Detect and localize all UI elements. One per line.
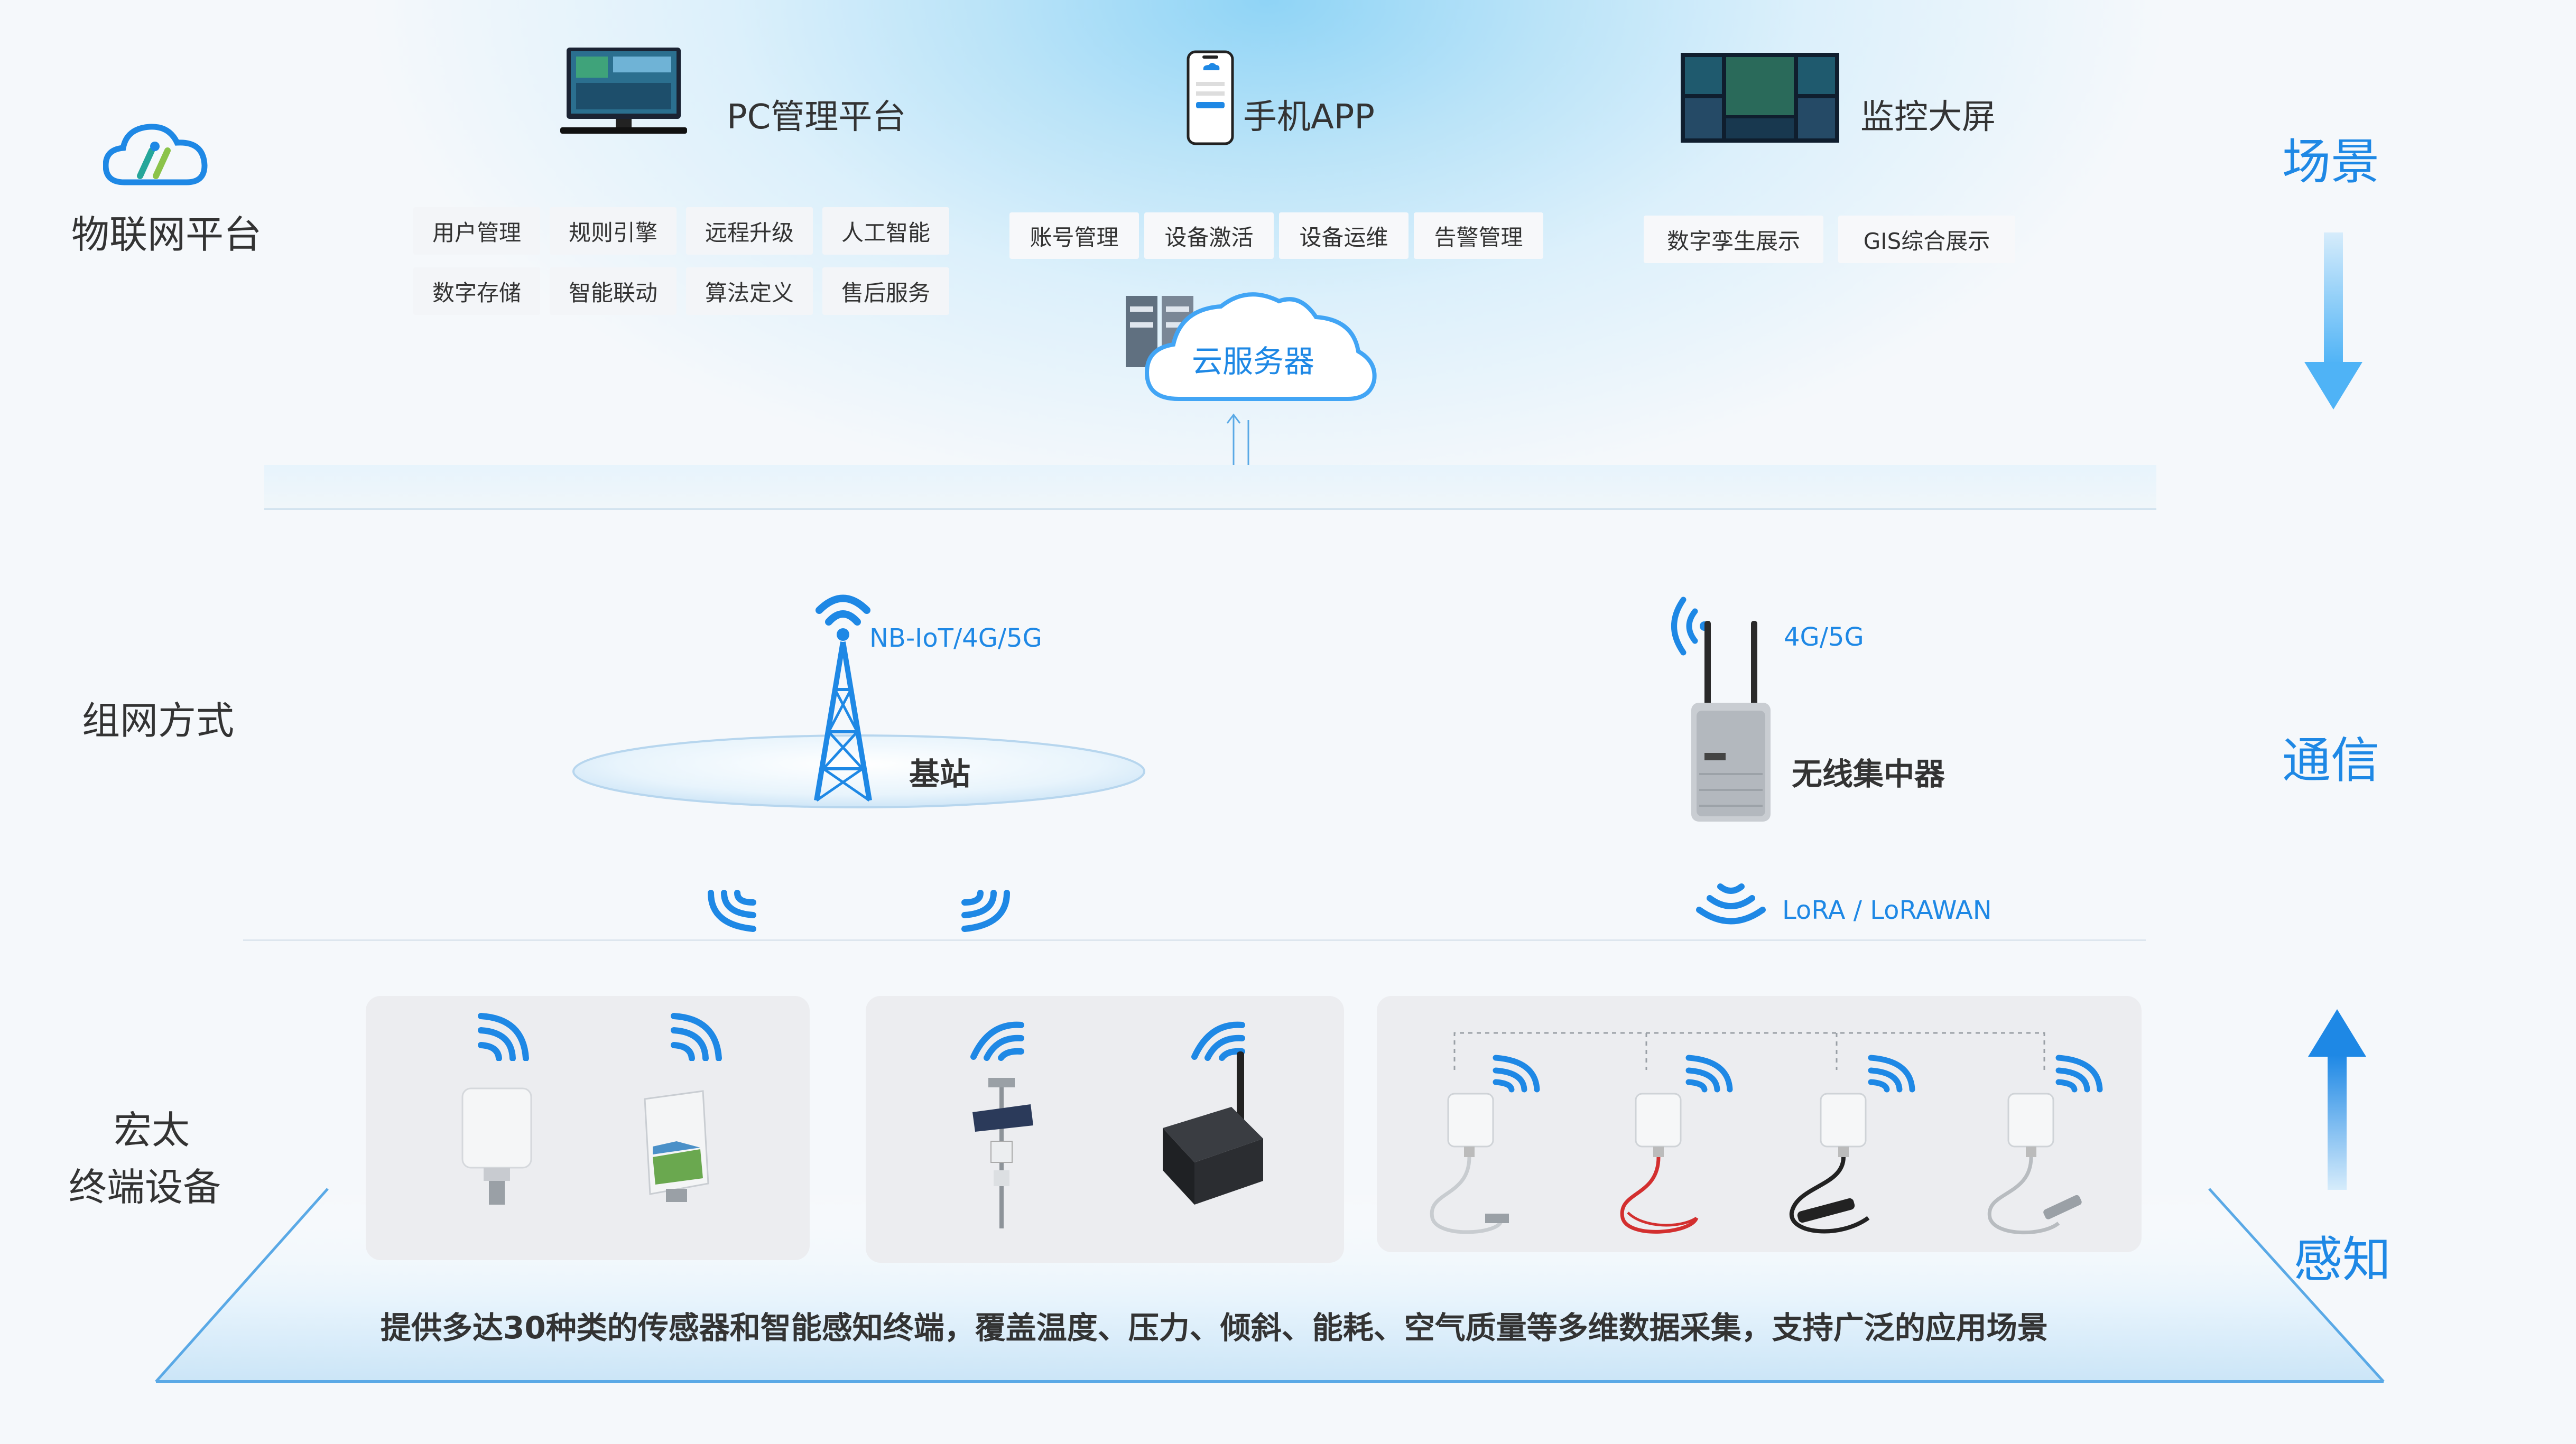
device-card-1: [366, 996, 810, 1260]
devices-footer: 提供多达30种类的传感器和智能感知终端，覆盖温度、压力、倾斜、能耗、空气质量等多…: [381, 1310, 2048, 1346]
down-arrow-icon: [2304, 232, 2362, 409]
tag-after-sales: 售后服务: [822, 267, 949, 315]
big-screen-icon: [1681, 53, 1839, 143]
tag-rules-engine: 规则引擎: [550, 207, 677, 255]
device-card-2: [866, 996, 1344, 1263]
wifi-icon: [1685, 1055, 1733, 1093]
gateway-name: 无线集中器: [1792, 756, 1945, 792]
wifi-icon: [1191, 1021, 1245, 1061]
pressure-sensor-icon: [461, 1087, 532, 1205]
wifi-icon: [970, 1021, 1024, 1061]
app-title: 手机APP: [1243, 98, 1375, 137]
phone-icon: [1187, 50, 1234, 145]
layer-sense-label: 感知: [2294, 1232, 2392, 1288]
wifi-icon: [1868, 1055, 1915, 1093]
tag-algorithm: 算法定义: [686, 267, 813, 315]
divider-middle: [243, 939, 2146, 941]
tag-storage: 数字存储: [413, 267, 540, 315]
layer-scene-label: 场景: [2282, 134, 2380, 190]
gateway-protocol: 4G/5G: [1784, 622, 1864, 652]
tag-gis: GIS综合展示: [1838, 216, 2015, 263]
daisy-chain-lines: [1453, 1032, 2045, 1070]
cloud-logo-icon: [103, 124, 208, 185]
divider-top: [264, 508, 2156, 510]
wifi-icon: [478, 1013, 529, 1061]
layer-comm-label: 通信: [2282, 732, 2380, 789]
devices-label-line1: 宏太: [114, 1108, 190, 1152]
wifi-icon: [1493, 1055, 1540, 1093]
platform-label: 物联网平台: [71, 212, 262, 257]
tag-user-mgmt: 用户管理: [413, 207, 540, 255]
screen-title: 监控大屏: [1860, 98, 1996, 137]
black-probe-icon: [1789, 1093, 1870, 1234]
network-label: 组网方式: [82, 698, 235, 743]
pc-platform-title: PC管理平台: [727, 98, 906, 137]
cloud-server-label: 云服务器: [1192, 343, 1315, 379]
wireless-concentrator-icon: [1691, 621, 1771, 822]
immersion-probe-icon: [1987, 1093, 2082, 1235]
monitor-icon: [560, 48, 687, 134]
devices-label-line2: 终端设备: [69, 1165, 221, 1209]
signal-right-icon: [961, 890, 1010, 932]
tag-digital-twin: 数字孪生展示: [1644, 216, 1823, 263]
tag-activation: 设备激活: [1144, 212, 1274, 259]
base-station-name: 基站: [909, 756, 971, 792]
tag-ops: 设备运维: [1279, 212, 1409, 259]
temperature-probe-icon: [1430, 1093, 1509, 1234]
tag-account: 账号管理: [1009, 212, 1139, 259]
cloud-server-icon: [1144, 292, 1377, 401]
up-arrow-icon: [2308, 1009, 2366, 1190]
red-cable-probe-icon: [1620, 1093, 1699, 1234]
wifi-icon: [2055, 1055, 2103, 1093]
tilt-sensor-icon: [644, 1090, 709, 1202]
cell-tower-icon: [814, 594, 872, 802]
platform-background: [0, 0, 2576, 528]
tag-ai: 人工智能: [822, 207, 949, 255]
platform-band: [264, 465, 2156, 508]
lora-label: LoRA / LoRAWAN: [1782, 896, 1992, 925]
signal-left-icon: [708, 890, 756, 932]
base-station-protocol: NB-IoT/4G/5G: [869, 623, 1042, 653]
lora-terminal-icon: [1163, 1051, 1263, 1205]
lora-signal-icon: [1696, 883, 1766, 925]
tag-alarm: 告警管理: [1414, 212, 1543, 259]
wifi-icon: [671, 1013, 722, 1061]
tag-ota: 远程升级: [686, 207, 813, 255]
weather-station-icon: [972, 1078, 1033, 1228]
tag-linkage: 智能联动: [550, 267, 677, 315]
